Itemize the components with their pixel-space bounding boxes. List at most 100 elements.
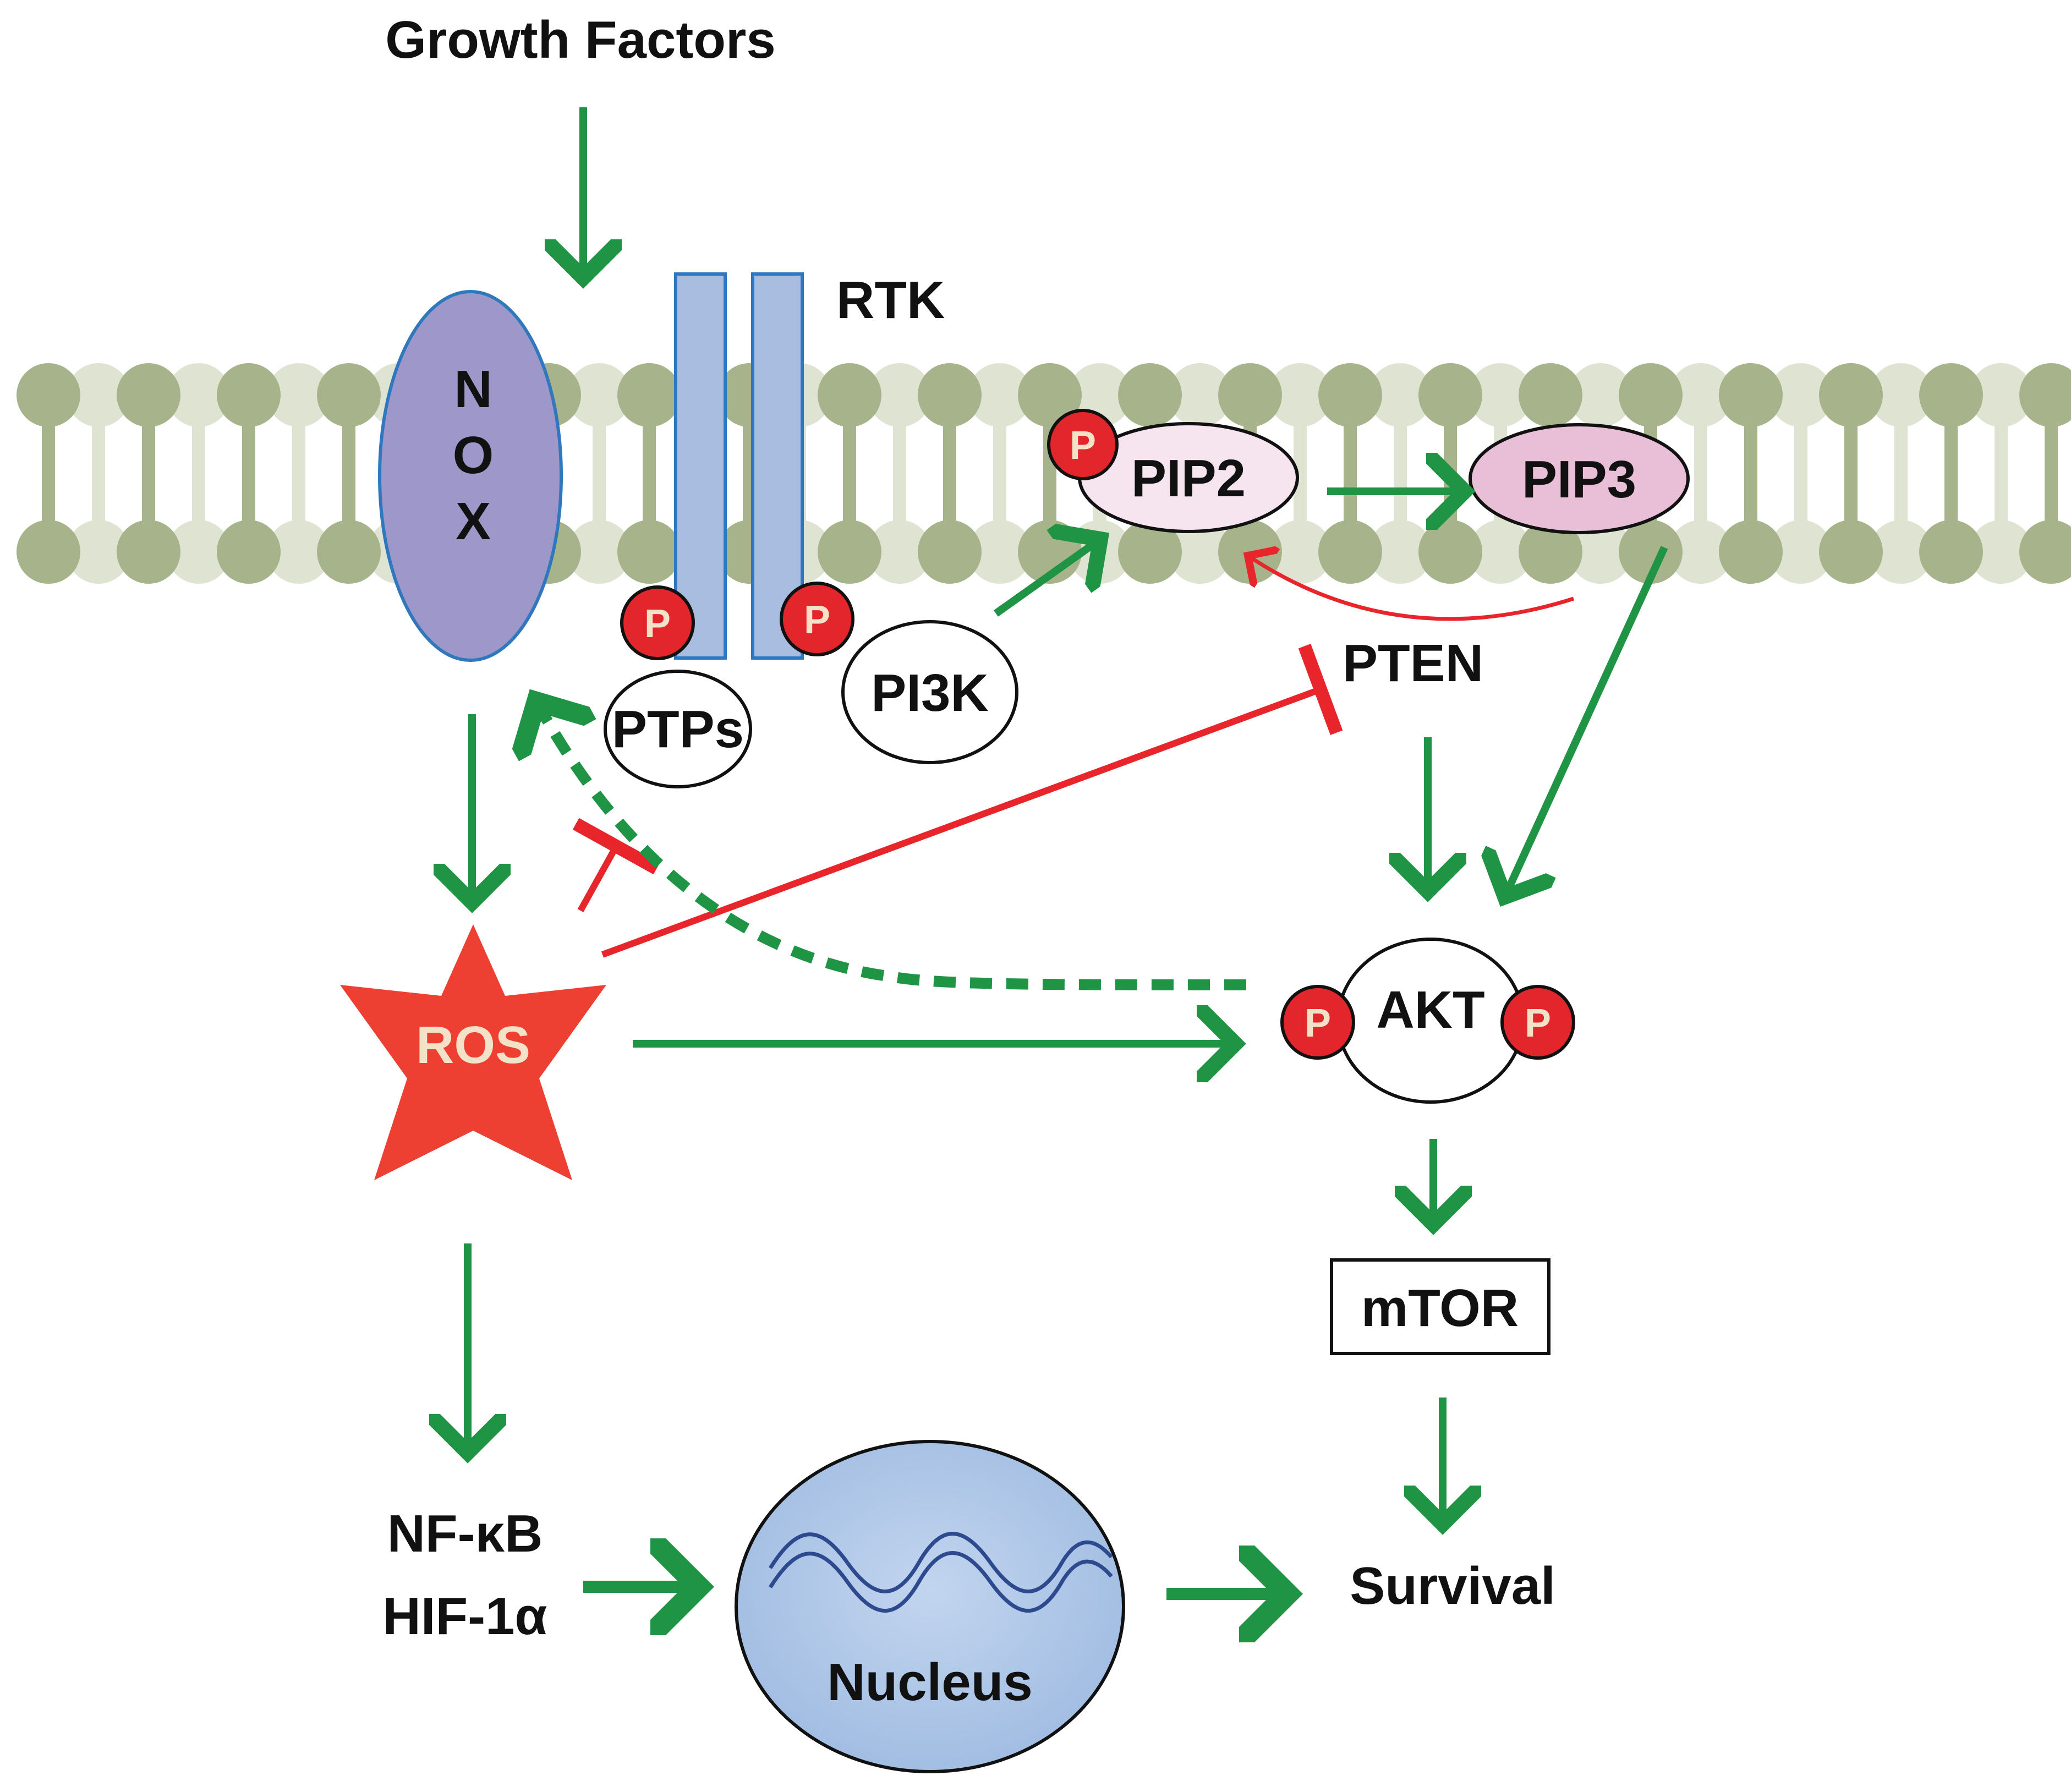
- membrane-lipid-head-light: [1368, 363, 1432, 427]
- membrane-lipid-head: [1318, 520, 1382, 584]
- phospho-group-akt-left: P: [1280, 985, 1355, 1060]
- membrane-lipid-tail: [2045, 417, 2058, 530]
- membrane-lipid-head-light: [1869, 520, 1933, 584]
- membrane-lipid-head: [1519, 363, 1582, 427]
- svg-text:P: P: [1525, 1001, 1551, 1045]
- membrane-lipid-head: [1218, 363, 1282, 427]
- svg-text:P: P: [1070, 424, 1096, 468]
- membrane-lipid-head: [117, 363, 180, 427]
- membrane-lipid-tail-light: [893, 417, 906, 530]
- membrane-lipid-tail: [1744, 417, 1757, 530]
- nucleus: [735, 1440, 1125, 1773]
- membrane-lipid-head: [617, 520, 681, 584]
- ptps-node: [604, 670, 752, 788]
- growth-factors-label: Growth Factors: [385, 10, 775, 69]
- membrane-lipid-head-light: [1969, 520, 2033, 584]
- membrane-lipid-head-light: [567, 520, 631, 584]
- ros-inhibits-ptps: [572, 818, 660, 912]
- ros-star-fill: [340, 924, 606, 1180]
- membrane-lipid-head-light: [1769, 363, 1833, 427]
- membrane-lipid-tail: [943, 417, 956, 530]
- nox-letter-o: O: [453, 426, 494, 485]
- survival-label: Survival: [1350, 1557, 1555, 1615]
- membrane-lipid-head: [1118, 363, 1182, 427]
- membrane-lipid-head-light: [1168, 363, 1232, 427]
- membrane-lipid-head: [1719, 363, 1783, 427]
- pip3-to-pip2-red-arrow: [1248, 556, 1575, 621]
- membrane-lipid-tail-light: [1794, 417, 1807, 530]
- akt-to-nox-dashed-arrow: [536, 702, 1247, 990]
- membrane-lipid-head: [918, 363, 982, 427]
- pip3-to-akt-arrow: [1505, 546, 1668, 897]
- dna-strand-top: [769, 1532, 1113, 1593]
- ros-label: ROS: [416, 1016, 530, 1075]
- membrane-lipid-tail: [1444, 417, 1457, 530]
- rtk-label: RTK: [836, 271, 945, 330]
- phospho-group-pip2: P: [1047, 409, 1119, 480]
- pip2-label: PIP2: [1131, 449, 1246, 508]
- membrane-lipid-head: [117, 520, 180, 584]
- membrane-lipid-tail-light: [1894, 417, 1908, 530]
- membrane-lipid-head: [918, 520, 982, 584]
- membrane-lipid-tail-light: [1694, 417, 1707, 530]
- membrane-lipid-tail-light: [593, 417, 606, 530]
- membrane-lipid-head-light: [267, 363, 331, 427]
- membrane-lipid-head-light: [1469, 520, 1532, 584]
- membrane-lipid-head: [617, 363, 681, 427]
- membrane-lipid-head-light: [868, 363, 932, 427]
- mtor-box: [1330, 1258, 1550, 1355]
- membrane-lipid-head-light: [1368, 520, 1432, 584]
- membrane-lipid-head-light: [67, 363, 130, 427]
- membrane-lipid-head-light: [868, 520, 932, 584]
- membrane-lipid-head-light: [1569, 363, 1632, 427]
- membrane-lipid-head: [1519, 520, 1582, 584]
- membrane-lipid-head-light: [1969, 363, 2033, 427]
- membrane-lipid-tail: [1344, 417, 1357, 530]
- membrane-lipid-tail: [242, 417, 255, 530]
- pi3k-label: PI3K: [871, 664, 988, 722]
- membrane-lipid-tail-light: [1995, 417, 2008, 530]
- ptps-label: PTPs: [612, 700, 744, 759]
- hif1a-label: HIF-1α: [382, 1587, 547, 1646]
- membrane-lipid-head: [2019, 363, 2071, 427]
- rtk-subunit-left: [674, 272, 727, 660]
- membrane-lipid-head-light: [968, 363, 1032, 427]
- phospho-group-akt-right: P: [1500, 985, 1575, 1060]
- pip3-label: PIP3: [1522, 450, 1636, 509]
- pi3k-to-pip2-arrow: [993, 539, 1100, 617]
- membrane-lipid-head: [317, 363, 381, 427]
- membrane-lipid-head: [1318, 363, 1382, 427]
- membrane-lipid-head-light: [167, 520, 231, 584]
- membrane-lipid-head-light: [1268, 520, 1332, 584]
- dna-strand-bottom: [769, 1551, 1113, 1613]
- nox-enzyme: [378, 290, 563, 662]
- membrane-lipid-head: [1018, 363, 1082, 427]
- nox-letter-x: X: [456, 492, 491, 551]
- membrane-lipid-tail-light: [292, 417, 305, 530]
- membrane-lipid-head: [317, 520, 381, 584]
- membrane-lipid-head-light: [1669, 363, 1733, 427]
- membrane-lipid-head-light: [567, 363, 631, 427]
- membrane-lipid-head: [1418, 363, 1482, 427]
- membrane-lipid-tail: [342, 417, 355, 530]
- membrane-lipid-head-light: [67, 520, 130, 584]
- membrane-lipid-tail-light: [92, 417, 105, 530]
- mtor-label: mTOR: [1361, 1279, 1519, 1338]
- phospho-group-rtk-right: P: [780, 582, 854, 656]
- membrane-lipid-head: [1118, 520, 1182, 584]
- nucleus-label: Nucleus: [827, 1653, 1032, 1712]
- membrane-lipid-head: [818, 363, 881, 427]
- membrane-lipid-head: [17, 520, 80, 584]
- membrane-lipid-tail: [643, 417, 656, 530]
- nfkb-label: NF-κB: [387, 1504, 543, 1563]
- membrane-lipid-head: [1418, 520, 1482, 584]
- membrane-lipid-tail: [1844, 417, 1858, 530]
- membrane-lipid-head-light: [1168, 520, 1232, 584]
- membrane-lipid-head: [1619, 520, 1683, 584]
- svg-text:P: P: [644, 602, 671, 646]
- membrane-lipid-head: [217, 520, 281, 584]
- membrane-lipid-head: [1819, 363, 1883, 427]
- nox-letter-n: N: [454, 360, 492, 419]
- ros-inhibits-pten: [601, 644, 1343, 958]
